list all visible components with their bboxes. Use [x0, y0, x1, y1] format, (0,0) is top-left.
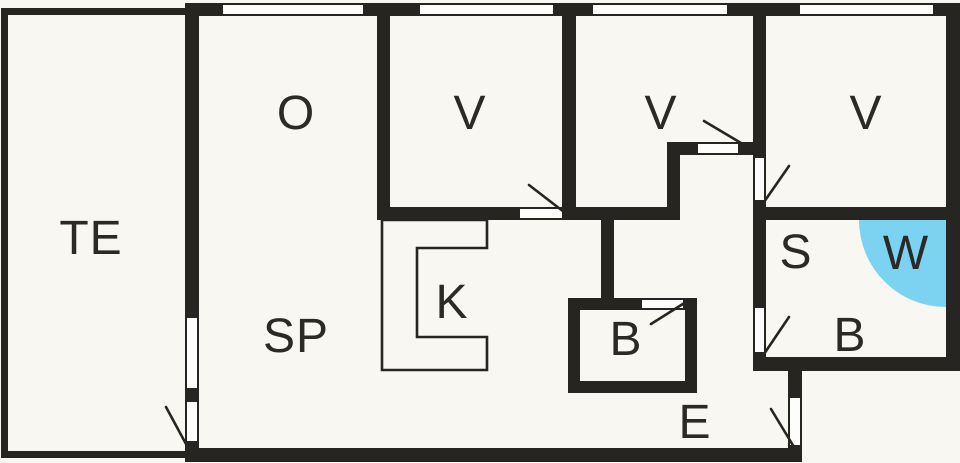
wall-bath-bottom — [753, 357, 960, 371]
room-label-v3: V — [849, 87, 882, 140]
room-label-w: W — [883, 227, 929, 280]
window-top-2-outer-line — [420, 3, 553, 5]
door-opening-v1 — [520, 207, 562, 220]
wall-o-v1 — [377, 3, 390, 220]
window-top-2 — [420, 3, 553, 16]
wall-b1-top — [568, 298, 642, 310]
wall-v3-bottom — [766, 207, 960, 220]
door-swing-b1 — [649, 300, 688, 326]
wall-v2-bottom — [562, 207, 680, 220]
interior-walls — [377, 3, 960, 393]
window-top-1-inner-line — [223, 14, 363, 16]
room-labels: TE O V V V SP K B S W B E — [59, 87, 929, 449]
room-label-s: S — [779, 226, 812, 279]
wall-v1-bottom — [377, 207, 520, 220]
wall-v1-v2 — [562, 3, 576, 220]
terrace-walls — [1, 8, 185, 458]
door-opening-v1-line-a — [520, 207, 562, 209]
wall-b1-left — [568, 298, 580, 393]
room-label-te: TE — [59, 212, 122, 265]
door-opening-b1-line-b — [642, 308, 683, 310]
door-opening-v3-line-b — [764, 158, 766, 200]
window-top-3-inner-line — [593, 14, 727, 16]
window-top-2-inner-line — [420, 14, 553, 16]
door-opening-v2 — [698, 142, 738, 155]
door-opening-v3-line-a — [753, 158, 755, 200]
door-swing-terrace — [164, 405, 188, 446]
room-label-b2: B — [833, 309, 866, 362]
door-swing-entrance — [769, 407, 796, 449]
door-opening-v2-line-b — [698, 153, 738, 155]
door-swing-v3 — [762, 164, 791, 204]
terrace-wall-left — [1, 8, 8, 458]
window-top-4-inner-line — [800, 14, 933, 16]
wall-b1-bottom — [568, 381, 697, 393]
door-opening-v2-line-a — [698, 142, 738, 144]
wall-left-upper — [185, 3, 199, 318]
wall-right — [946, 3, 960, 371]
door-opening-bath-line-b — [764, 308, 766, 352]
windows — [185, 3, 933, 388]
door-swing-v1 — [527, 183, 566, 214]
room-label-v1: V — [453, 87, 486, 140]
door-openings — [185, 142, 802, 445]
window-left-inner-line — [197, 318, 199, 388]
wall-left-mid — [185, 388, 199, 402]
room-label-o: O — [277, 87, 315, 140]
terrace-wall-bottom — [1, 451, 185, 458]
window-top-4-outer-line — [800, 3, 933, 5]
window-left-outer-line — [185, 318, 187, 388]
door-opening-entrance-line-b — [800, 398, 802, 445]
door-opening-b1 — [642, 298, 683, 310]
terrace-wall-top — [1, 8, 185, 15]
door-opening-bath — [753, 308, 766, 352]
room-label-v2: V — [644, 87, 677, 140]
window-top-1-outer-line — [223, 3, 363, 5]
room-label-sp: SP — [263, 310, 329, 363]
wall-bottom — [185, 448, 802, 462]
door-opening-terrace-line-a — [185, 402, 187, 441]
window-top-1 — [223, 3, 363, 16]
wall-b1-right — [685, 298, 697, 393]
door-opening-entrance-line-a — [788, 398, 790, 445]
room-label-k: K — [435, 276, 468, 329]
door-swing-v2 — [702, 119, 743, 145]
door-opening-entrance — [788, 398, 802, 445]
door-opening-v1-line-b — [520, 218, 562, 220]
door-swing-bath — [762, 315, 791, 356]
wall-hall-v3-upper — [753, 3, 766, 158]
window-top-4 — [800, 3, 933, 16]
shower-quarter-circle — [859, 220, 946, 307]
door-opening-terrace — [185, 402, 199, 441]
door-swings — [164, 119, 796, 449]
wall-notch-vertical — [667, 142, 680, 220]
door-opening-v3 — [753, 158, 766, 200]
window-top-3 — [593, 3, 727, 16]
door-opening-bath-line-a — [753, 308, 755, 352]
wall-hall-v3-mid — [753, 200, 766, 308]
wall-notch-top-left — [680, 142, 698, 155]
wall-hall-left — [601, 220, 614, 298]
door-opening-terrace-line-b — [197, 402, 199, 441]
kitchen-counter-outline — [380, 218, 489, 372]
window-top-3-outer-line — [593, 3, 727, 5]
window-left — [185, 318, 199, 388]
room-label-b1: B — [609, 313, 642, 366]
wall-hall-v3-lower — [753, 352, 766, 371]
door-opening-b1-line-a — [642, 298, 683, 300]
wall-entry-step — [788, 371, 802, 398]
room-label-e: E — [678, 396, 711, 449]
